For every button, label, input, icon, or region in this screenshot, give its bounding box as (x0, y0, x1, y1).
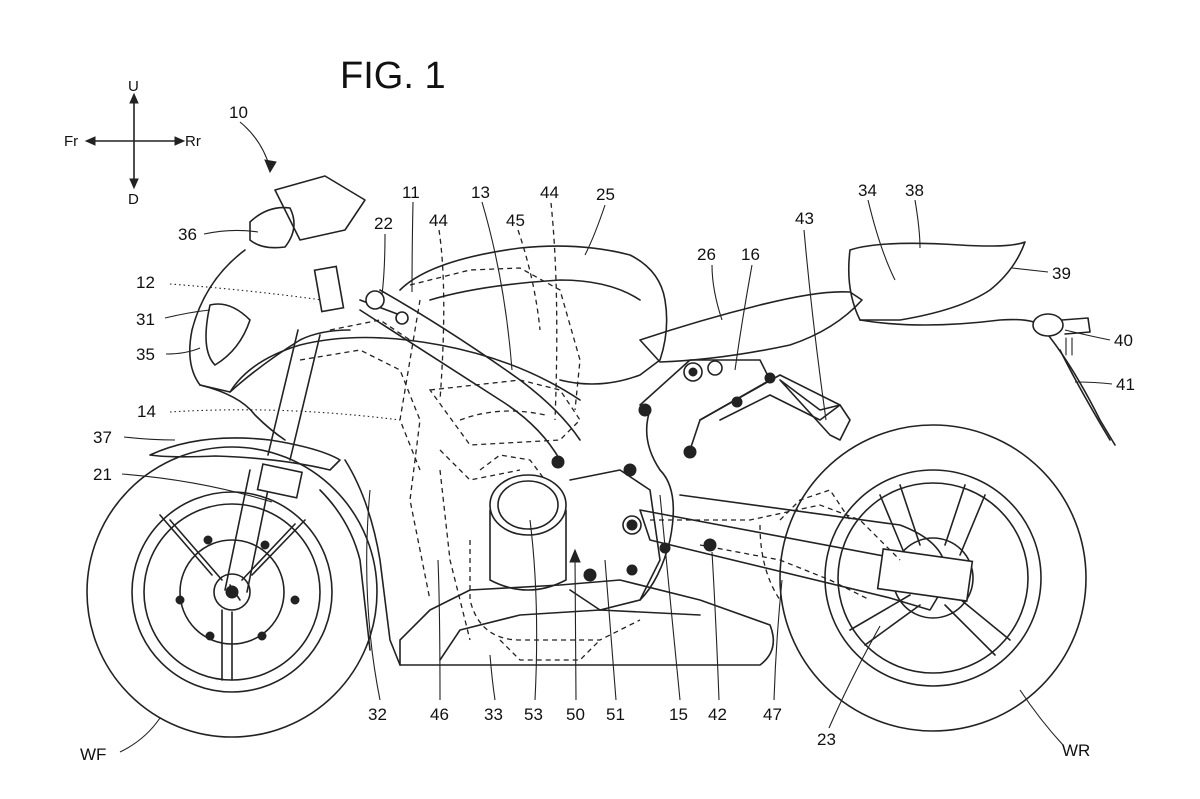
label-36: 36 (178, 225, 197, 244)
label-21: 21 (93, 465, 112, 484)
fuel-tank-and-seat (399, 241, 1116, 446)
compass-front-label: Fr (64, 133, 78, 150)
orientation-compass: U D Fr Rr (64, 78, 201, 208)
label-32: 32 (368, 705, 387, 724)
label-23: 23 (817, 730, 836, 749)
front-fork (224, 329, 321, 601)
label-31: 31 (136, 310, 155, 329)
label-37: 37 (93, 428, 112, 447)
label-WR: WR (1062, 741, 1090, 760)
swingarm (639, 494, 974, 611)
front-wheel (86, 446, 378, 738)
label-38: 38 (905, 181, 924, 200)
label-15: 15 (669, 705, 688, 724)
lower-fairing (344, 459, 401, 666)
label-16: 16 (741, 245, 760, 264)
lower-fairing-inner (319, 489, 371, 651)
engine-block (399, 469, 775, 666)
label-25: 25 (596, 185, 615, 204)
label-50: 50 (566, 705, 585, 724)
label-47: 47 (763, 705, 782, 724)
figure-title: FIG. 1 (340, 55, 446, 97)
rear-footpeg-bracket (779, 379, 851, 441)
compass-up-label: U (128, 78, 139, 95)
label-34: 34 (858, 181, 877, 200)
handlebar-assembly (313, 265, 409, 325)
frame-pivot-bolts (551, 360, 776, 582)
label-22: 22 (374, 214, 393, 233)
label-46: 46 (430, 705, 449, 724)
label-40: 40 (1114, 331, 1133, 350)
front-fender (149, 437, 341, 471)
internal-ducts-dashed (299, 267, 901, 661)
label-26: 26 (697, 245, 716, 264)
label-13: 13 (471, 183, 490, 202)
label-WF: WF (80, 745, 106, 764)
label-45: 45 (506, 211, 525, 230)
label-41: 41 (1116, 375, 1135, 394)
label-11: 11 (402, 183, 420, 202)
label-14: 14 (137, 402, 156, 421)
reference-numerals: 10 11 12 13 14 15 16 21 22 23 25 26 31 3… (80, 103, 1135, 764)
label-12: 12 (136, 273, 155, 292)
label-42: 42 (708, 705, 727, 724)
label-51: 51 (606, 705, 625, 724)
label-10: 10 (229, 103, 248, 122)
main-frame (359, 289, 841, 601)
front-cowl (189, 175, 581, 441)
label-33: 33 (484, 705, 503, 724)
label-39: 39 (1052, 264, 1071, 283)
tail-light-assembly (1032, 313, 1111, 441)
leader-lines (119, 121, 1113, 753)
compass-rear-label: Rr (185, 133, 201, 150)
label-44-right: 44 (540, 183, 559, 202)
label-43: 43 (795, 209, 814, 228)
label-35: 35 (136, 345, 155, 364)
label-53: 53 (524, 705, 543, 724)
label-44-left: 44 (429, 211, 448, 230)
compass-down-label: D (128, 191, 139, 208)
